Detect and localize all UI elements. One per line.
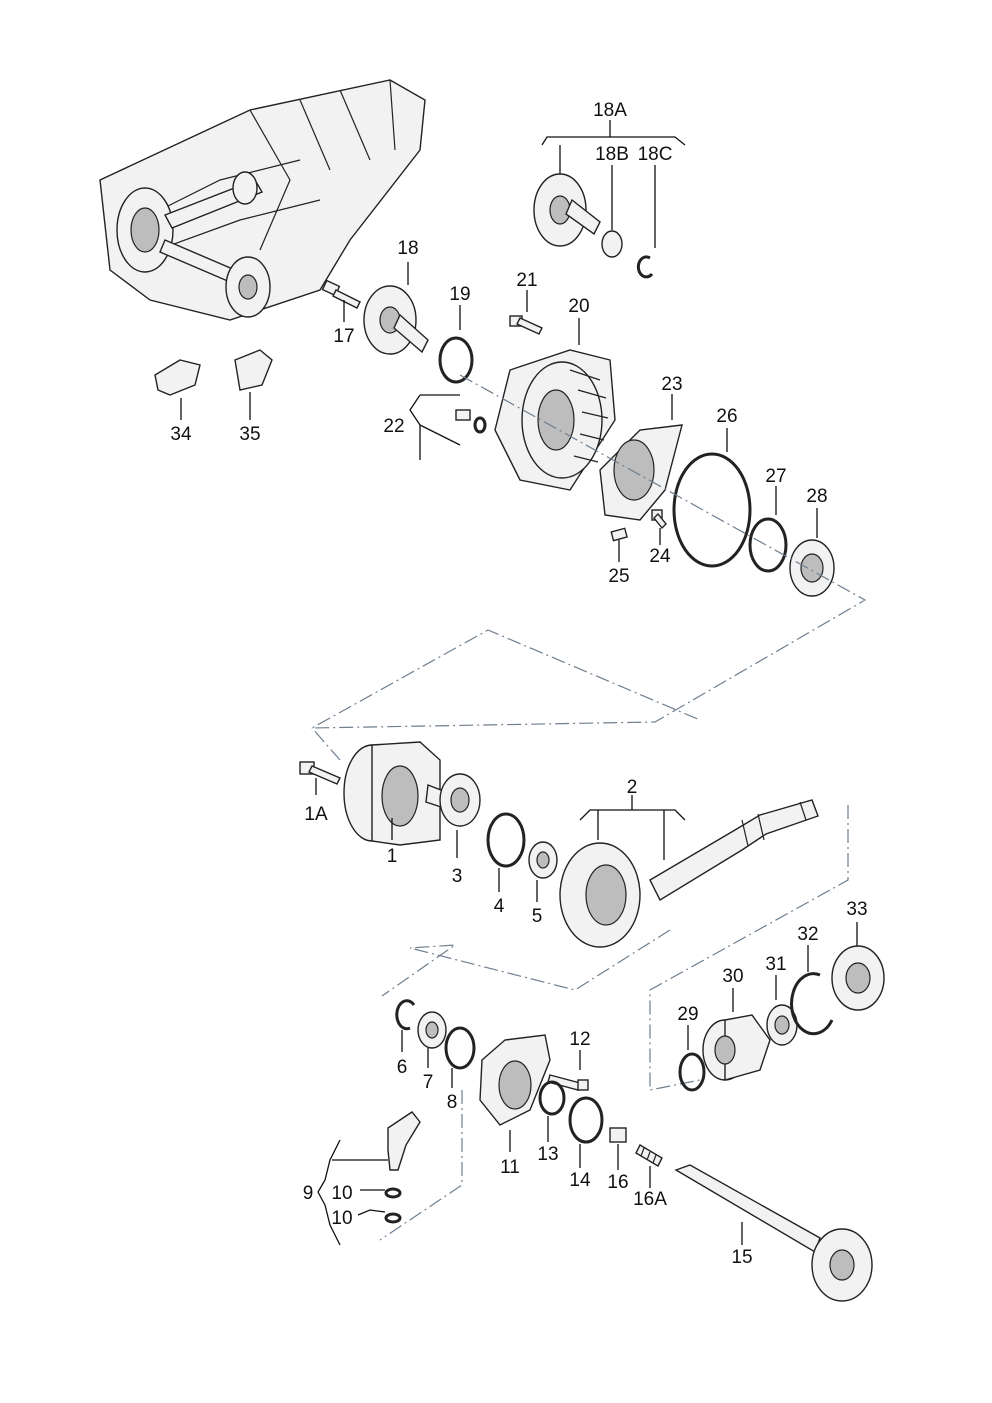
label-30: 30 (722, 966, 743, 987)
bolt-24 (651, 509, 667, 545)
connector-line-middle (311, 727, 671, 997)
bolt-21 (509, 290, 543, 335)
circlip-6 (395, 999, 416, 1052)
spring-16A (635, 1144, 663, 1188)
bearing-28 (789, 508, 835, 597)
plug-16 (609, 1127, 627, 1170)
label-25: 25 (608, 566, 629, 587)
bracket-34 (154, 359, 201, 420)
housing-11 (479, 1034, 551, 1152)
label-27: 27 (765, 466, 786, 487)
bearing-31 (766, 975, 798, 1046)
label-35: 35 (239, 424, 260, 445)
connector-line-right (649, 805, 849, 1091)
bolt-12 (547, 1050, 589, 1091)
ring-29 (678, 1025, 706, 1092)
housing-cover-20 (494, 318, 616, 491)
shaft-15 (674, 1164, 873, 1302)
ring-27 (748, 486, 788, 573)
label-10-lower: 10 (331, 1208, 352, 1229)
bolt-1A (299, 761, 341, 795)
label-31: 31 (765, 954, 786, 975)
label-21: 21 (516, 270, 537, 291)
label-23: 23 (661, 374, 682, 395)
o-ring-26 (672, 428, 752, 568)
ring-13 (538, 1080, 566, 1142)
label-20: 20 (568, 296, 589, 317)
label-26: 26 (716, 406, 737, 427)
label-34: 34 (170, 424, 192, 445)
flange-18 (363, 262, 429, 355)
ring-gear-set-2 (559, 795, 819, 948)
seal-ring-19 (438, 305, 474, 384)
label-3: 3 (452, 866, 463, 887)
label-17: 17 (333, 326, 354, 347)
transmission-assembly (99, 79, 426, 321)
label-12: 12 (569, 1029, 590, 1050)
bearing-33 (831, 922, 885, 1011)
ring-4 (486, 812, 526, 892)
ring-14 (568, 1096, 604, 1168)
label-14: 14 (569, 1170, 591, 1191)
label-13: 13 (537, 1144, 558, 1165)
label-2: 2 (627, 777, 638, 798)
label-18A: 18A (593, 100, 627, 121)
bearing-housing-30 (702, 988, 771, 1081)
label-1: 1 (387, 846, 398, 867)
label-18C: 18C (638, 144, 673, 165)
label-22: 22 (383, 416, 404, 437)
label-24: 24 (649, 546, 671, 567)
bearing-7 (417, 1011, 447, 1068)
label-4: 4 (494, 896, 505, 917)
label-18: 18 (397, 238, 418, 259)
label-6: 6 (397, 1057, 408, 1078)
cover-plate-23 (599, 394, 683, 521)
bearing-5 (528, 841, 558, 902)
label-16A: 16A (633, 1189, 667, 1210)
bearing-3 (439, 773, 481, 858)
label-1A: 1A (304, 804, 328, 825)
connector-line-lower (379, 1090, 463, 1241)
label-10-upper: 10 (331, 1183, 352, 1204)
label-29: 29 (677, 1004, 698, 1025)
clip-25 (610, 527, 628, 562)
label-15: 15 (731, 1247, 752, 1268)
differential-housing-1 (343, 741, 447, 846)
label-28: 28 (806, 486, 827, 507)
label-33: 33 (846, 899, 867, 920)
sensor-9 (317, 1111, 421, 1246)
connector-line-upper (311, 374, 867, 729)
label-32: 32 (797, 924, 818, 945)
label-19: 19 (449, 284, 470, 305)
label-7: 7 (423, 1072, 434, 1093)
label-8: 8 (447, 1092, 458, 1113)
ring-8 (444, 1026, 476, 1088)
bracket-35 (234, 349, 273, 420)
circlip-32 (790, 945, 834, 1036)
label-9: 9 (303, 1183, 314, 1204)
plug-22 (409, 394, 487, 460)
label-5: 5 (532, 906, 543, 927)
label-16: 16 (607, 1172, 628, 1193)
bolt-17 (321, 279, 361, 322)
label-11: 11 (500, 1157, 520, 1178)
label-18B: 18B (595, 144, 629, 165)
flange-18A-set (533, 120, 686, 279)
